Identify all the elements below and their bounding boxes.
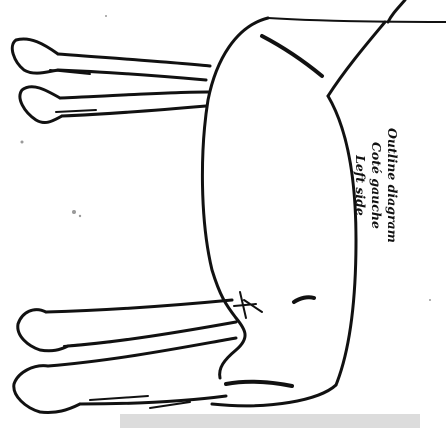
stifle-stroke [226, 382, 292, 386]
hind-flank [212, 385, 336, 406]
foreleg-upper-1 [58, 54, 210, 66]
tendon-mark-4 [90, 396, 148, 400]
hoof-lower-2 [14, 366, 80, 413]
caption-line-1: Outline diagram [384, 128, 400, 243]
hoof-upper-1 [12, 39, 58, 73]
chest-line [328, 22, 385, 96]
joint-mark-c [244, 300, 262, 312]
hindleg-upper-2 [48, 338, 236, 366]
hoof-lower-1 [18, 310, 68, 351]
tendon-mark-2 [56, 110, 96, 112]
hoof-upper-2 [20, 87, 62, 123]
flank-mark [294, 297, 314, 302]
shoulder-stroke [262, 36, 322, 76]
rump-line [220, 318, 245, 378]
back-line [202, 18, 268, 318]
caption-line-2: Coté gauche [368, 128, 384, 243]
caption-line-3: Left side [352, 128, 368, 243]
neck-line [268, 18, 446, 22]
mane-line [388, 0, 405, 22]
hindleg-upper-1 [46, 300, 232, 312]
knee-line-1 [58, 70, 206, 80]
foreleg-upper-2 [60, 92, 208, 98]
